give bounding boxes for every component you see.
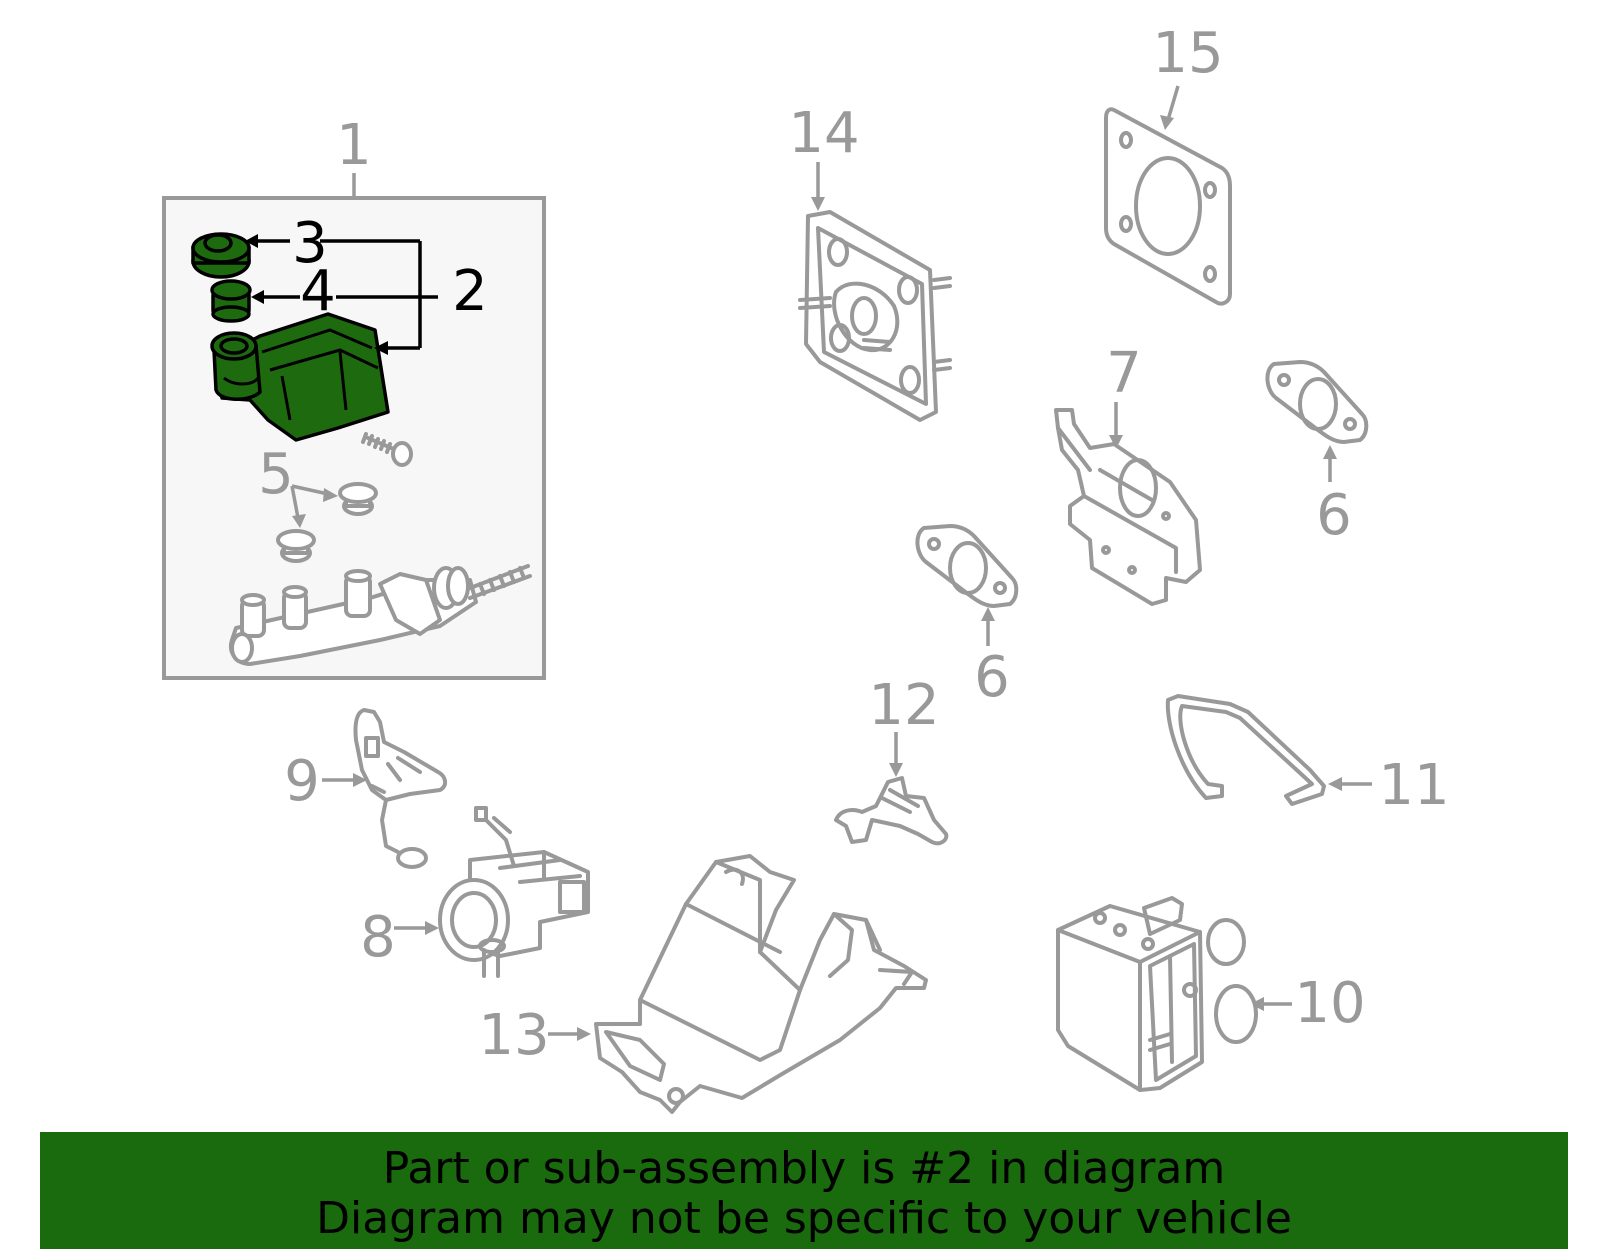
- info-banner: Part or sub-assembly is #2 in diagram Di…: [40, 1132, 1568, 1249]
- part-8-valve: 8: [360, 806, 590, 978]
- reservoir-body[interactable]: [210, 312, 390, 442]
- part-6-gasket-upper: 6: [1265, 360, 1369, 548]
- callout-11: 11: [1378, 753, 1449, 818]
- master-cylinder: [229, 564, 532, 666]
- callout-14: 14: [788, 101, 859, 166]
- callout-5: 5: [258, 442, 294, 507]
- callout-13: 13: [478, 1003, 549, 1068]
- part-15-gasket: 15: [1104, 21, 1232, 306]
- banner-line-2: Diagram may not be specific to your vehi…: [316, 1193, 1292, 1244]
- banner-line-1: Part or sub-assembly is #2 in diagram: [382, 1143, 1226, 1194]
- part-13-bracket: 13: [478, 854, 928, 1114]
- callout-8: 8: [360, 905, 396, 970]
- part-10-abs-unit: 10: [1056, 896, 1366, 1092]
- callout-10: 10: [1294, 971, 1365, 1036]
- part-14-plate: 14: [788, 101, 952, 422]
- reservoir-highlighted[interactable]: [191, 232, 390, 442]
- callout-6-upper: 6: [1316, 483, 1352, 548]
- reservoir-strainer[interactable]: [210, 279, 252, 323]
- part-6-gasket-lower: 6: [915, 524, 1019, 710]
- callout-2: 2: [452, 259, 488, 324]
- grommet-pair: [276, 482, 378, 563]
- callout-9: 9: [284, 749, 320, 814]
- part-9-sensor: 9: [284, 708, 447, 869]
- callout-12: 12: [868, 673, 939, 738]
- callout-1: 1: [336, 113, 372, 178]
- reservoir-cap[interactable]: [191, 232, 251, 279]
- callout-6-lower: 6: [974, 645, 1010, 710]
- callout-15: 15: [1152, 21, 1223, 86]
- callout-3: 3: [292, 211, 328, 276]
- callout-2-bracket: [320, 239, 438, 355]
- callout-7: 7: [1106, 341, 1142, 406]
- callout-4: 4: [300, 259, 336, 324]
- part-12-clip: 12: [834, 673, 949, 846]
- assembly-1-inset: 1: [162, 113, 546, 680]
- part-7-bracket: 7: [1054, 341, 1202, 606]
- reservoir-screw: [361, 432, 413, 467]
- part-11-tube: 11: [1165, 694, 1450, 818]
